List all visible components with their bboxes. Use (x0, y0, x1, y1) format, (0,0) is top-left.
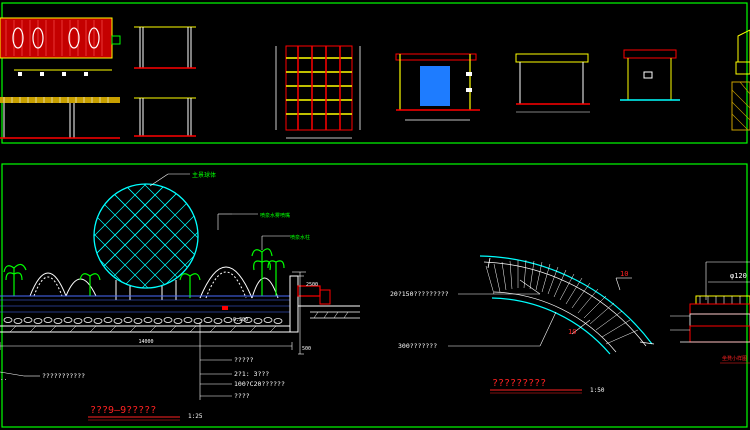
dim-depth: 500 (302, 346, 311, 352)
section-scale: 1:25 (188, 413, 203, 420)
svg-text:喷泉水雾喷嘴: 喷泉水雾喷嘴 (260, 212, 290, 219)
side-callout: φ120 (730, 272, 747, 280)
pergola-section-3 (620, 49, 680, 101)
arc-callout-1: 20?150????????? (390, 290, 449, 298)
arc-callout-2: 300??????? (398, 342, 437, 350)
pavilion-elevation (731, 29, 750, 131)
pergola-end-elevation-lower (134, 97, 196, 137)
section-9-9-drawing: 主景球体 (0, 171, 360, 421)
callout-2: 2?1: 3??? (234, 370, 269, 378)
pergola-long-elevation (0, 97, 120, 139)
section-leaders (0, 213, 290, 400)
dim-height: 2500 (306, 282, 318, 288)
arc-bench-plan: 20?150????????? 300??????? 10 10 ???????… (390, 255, 655, 394)
callout-1: ????? (234, 356, 254, 364)
arc-scale: 1:50 (590, 387, 605, 394)
section-title: ???9—9????? (90, 405, 156, 416)
pergola-top-elevation (0, 17, 121, 76)
svg-text:喷泉水柱: 喷泉水柱 (290, 234, 310, 241)
svg-text:坐凳小样图: 坐凳小样图 (722, 355, 747, 362)
dim-width: 14000 (138, 339, 153, 345)
pool-body: -0.300 (0, 275, 360, 333)
pergola-grid-plan (275, 45, 361, 139)
top-frame (1, 2, 748, 144)
callout-4: ???? (234, 392, 250, 400)
arc-mark-1: 10 (620, 270, 628, 278)
callout-3: 100?C20?????? (234, 380, 285, 388)
fountain-plants (3, 248, 285, 298)
pergola-end-elevation-upper (134, 26, 196, 69)
dimension-lines (0, 271, 306, 355)
arc-mark-2: 10 (568, 328, 576, 336)
callout-5: ??????????? (42, 372, 85, 380)
svg-text:-0.300: -0.300 (230, 317, 248, 323)
bench-section-detail: φ120 坐凳小样图 (670, 261, 750, 364)
svg-text:主景球体: 主景球体 (192, 171, 216, 179)
arc-title: ????????? (492, 378, 546, 389)
pergola-section-blue (395, 53, 480, 121)
svg-text:..: .. (0, 375, 7, 382)
fountain-jets (29, 266, 279, 299)
pergola-section-2 (515, 53, 590, 113)
